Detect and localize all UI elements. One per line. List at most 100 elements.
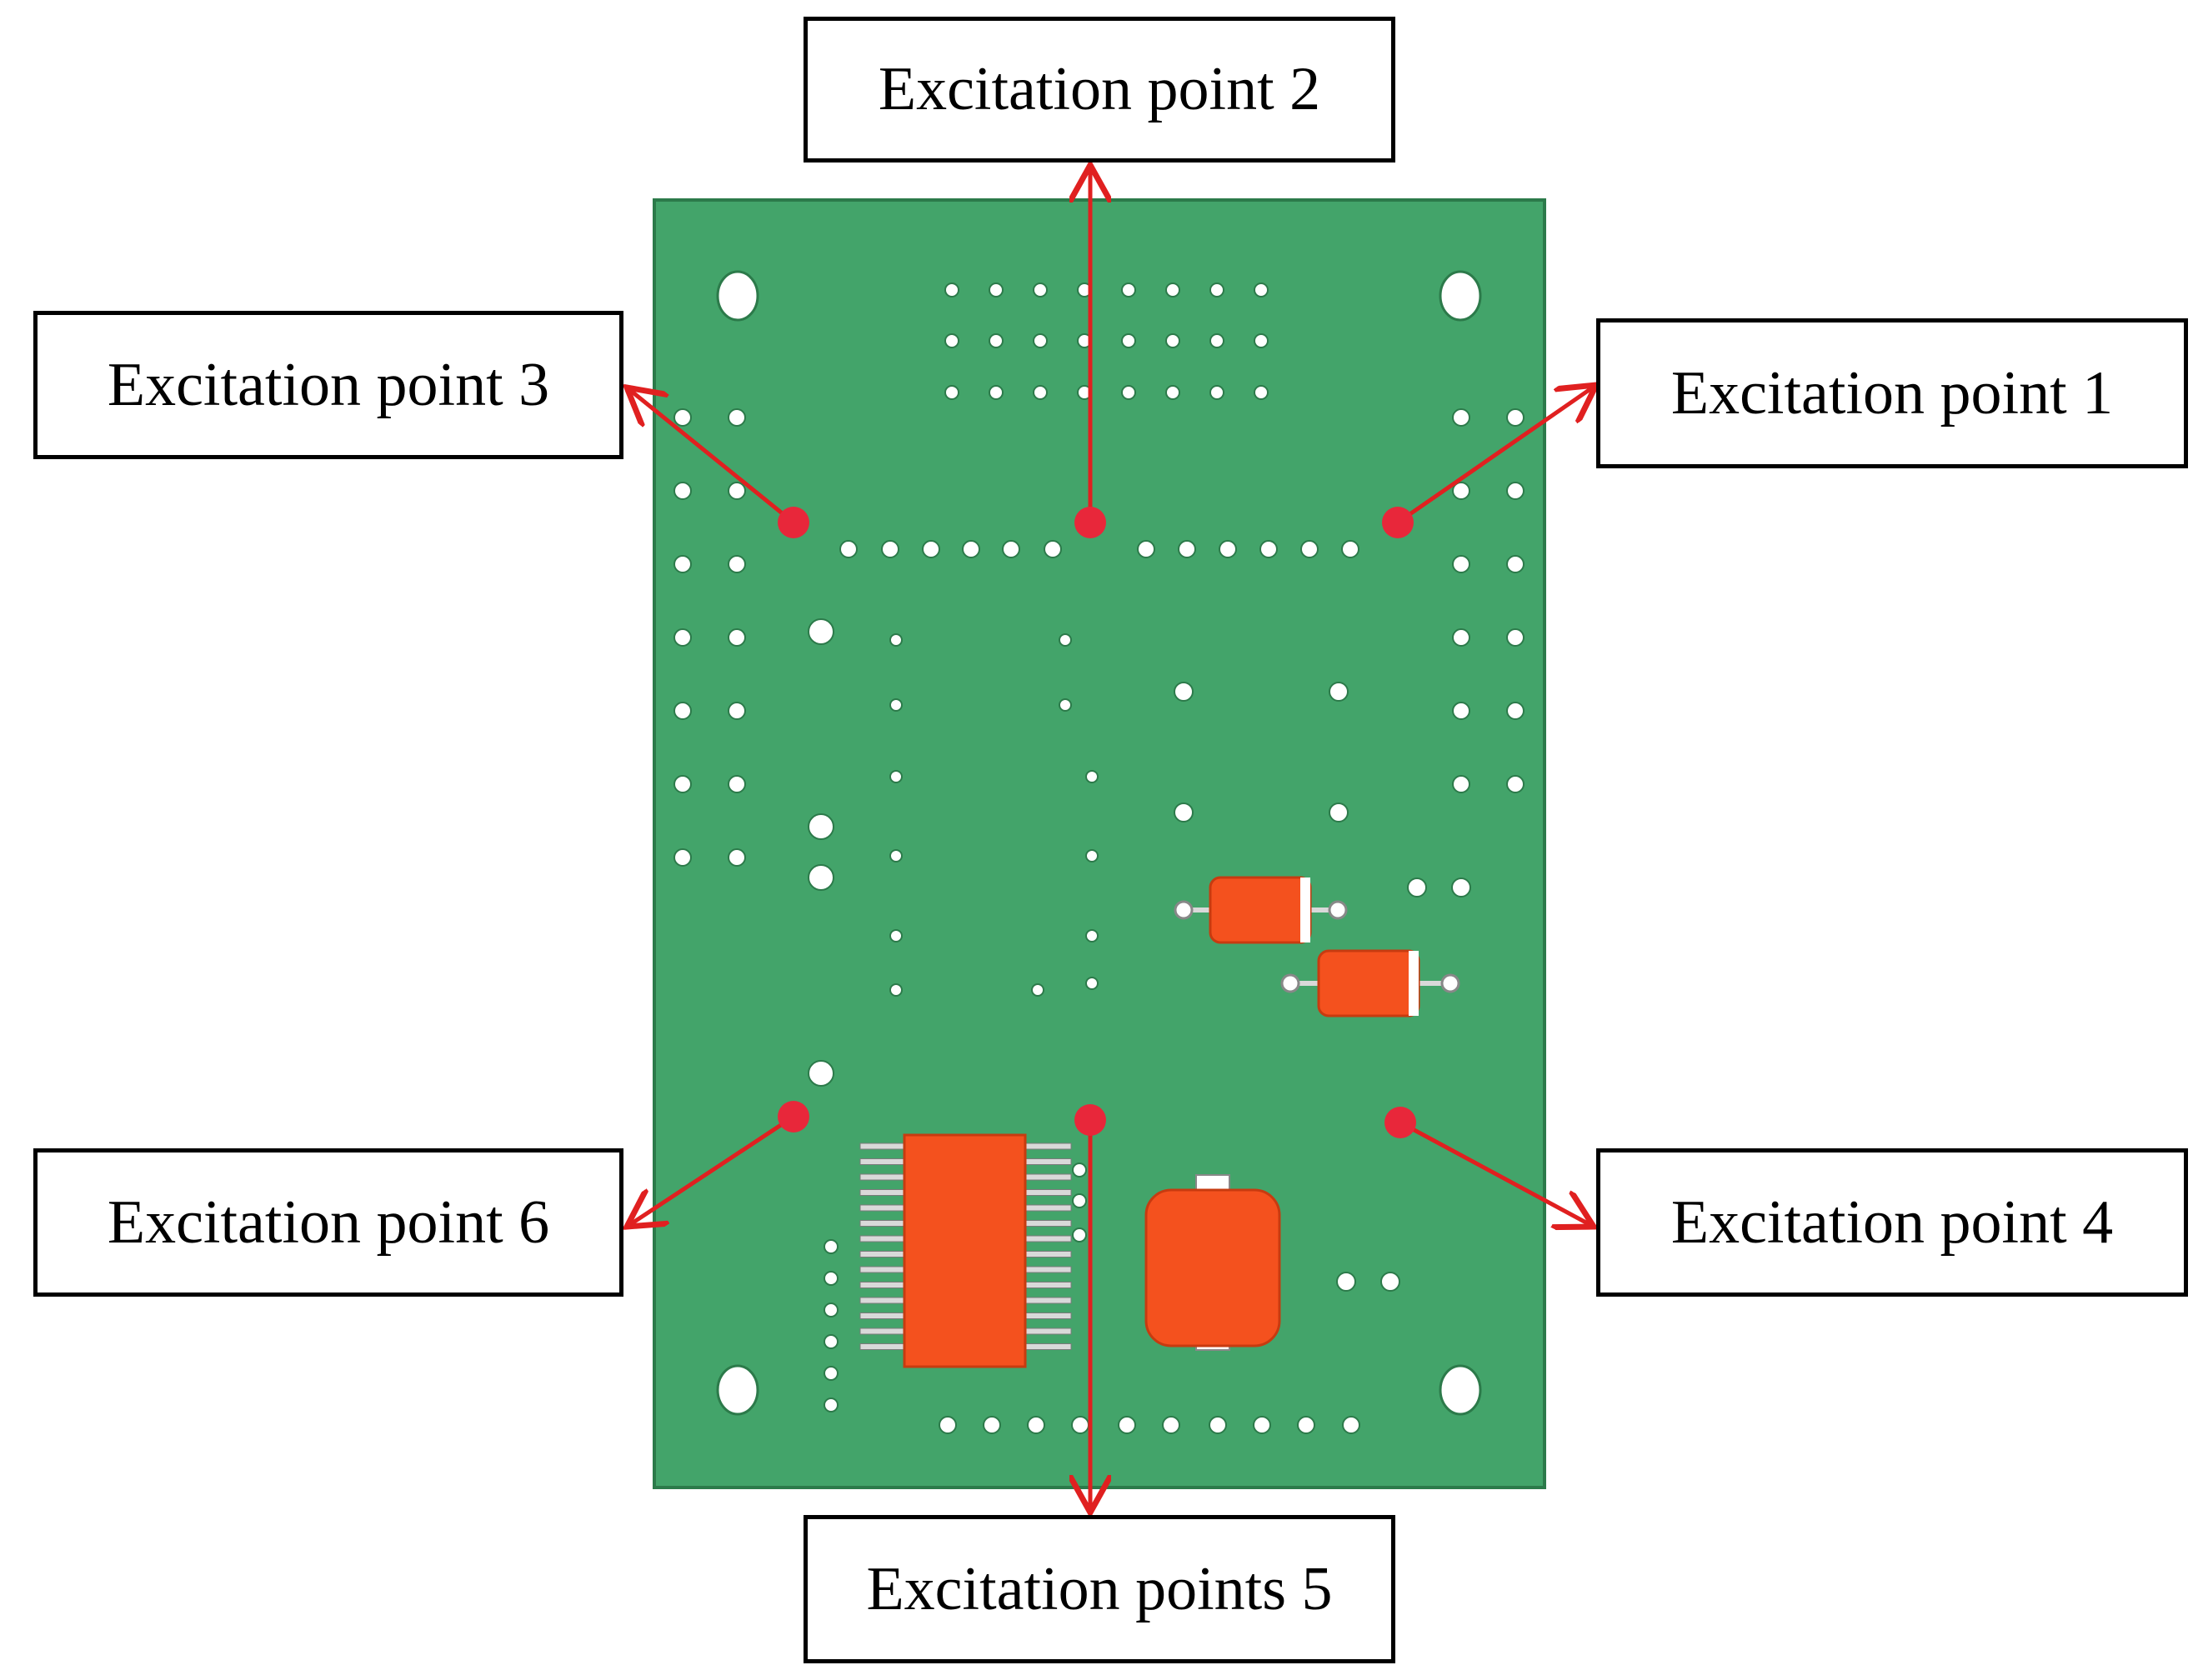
via-hole	[1506, 555, 1525, 573]
via-hole	[824, 1271, 839, 1286]
via-hole	[1506, 702, 1525, 720]
via-hole	[881, 540, 899, 558]
via-hole	[808, 813, 834, 840]
pcb-board	[653, 198, 1546, 1489]
ic-pin	[1024, 1189, 1072, 1196]
via-hole	[889, 849, 903, 862]
ic-pins	[859, 1142, 1072, 1350]
via-hole	[1506, 775, 1525, 793]
via-hole	[889, 770, 903, 783]
via-hole	[889, 633, 903, 647]
via-hole	[1085, 770, 1099, 783]
mounting-hole	[1439, 270, 1482, 322]
via-hole	[1254, 385, 1269, 400]
via-hole	[889, 929, 903, 942]
via-hole	[989, 333, 1004, 348]
via-hole	[728, 702, 746, 720]
ic-pin	[859, 1189, 907, 1196]
via-hole	[728, 775, 746, 793]
via-hole	[808, 618, 834, 645]
via-hole	[824, 1334, 839, 1349]
via-hole	[944, 333, 959, 348]
via-hole	[1341, 540, 1359, 558]
arrow-1	[1396, 385, 1596, 525]
ic-pin	[1024, 1312, 1072, 1319]
excitation-point-3-label: Excitation point 3	[33, 311, 623, 459]
ic-pin	[859, 1343, 907, 1350]
ic-pin	[1024, 1343, 1072, 1350]
mounting-hole	[716, 1364, 759, 1416]
via-hole	[1137, 540, 1155, 558]
ic-pin	[859, 1158, 907, 1165]
ic-pin	[859, 1204, 907, 1212]
mounting-hole	[716, 270, 759, 322]
via-hole	[1297, 1416, 1315, 1434]
excitation-point-2-label: Excitation point 2	[804, 17, 1395, 162]
ic-pin	[859, 1282, 907, 1288]
ic-pin	[859, 1220, 907, 1227]
excitation-point-6-label: Excitation point 6	[33, 1148, 623, 1297]
via-hole	[673, 628, 692, 647]
via-hole	[1071, 1416, 1089, 1434]
via-hole	[1121, 385, 1136, 400]
via-hole	[808, 1060, 834, 1087]
via-hole	[1118, 1416, 1136, 1434]
ic-pin	[1024, 1297, 1072, 1304]
via-hole	[1209, 333, 1224, 348]
ic-pin	[1024, 1158, 1072, 1165]
via-hole	[1059, 633, 1072, 647]
ic-pin	[859, 1328, 907, 1335]
via-hole	[1336, 1272, 1356, 1292]
via-hole	[1253, 1416, 1271, 1434]
via-hole	[1174, 802, 1194, 822]
ic-pin	[859, 1297, 907, 1304]
ic-pin	[859, 1142, 907, 1150]
via-hole	[1033, 282, 1048, 298]
via-hole	[989, 282, 1004, 298]
via-hole	[1165, 282, 1180, 298]
diode-component	[1280, 949, 1460, 1018]
via-hole	[1033, 333, 1048, 348]
via-hole	[673, 702, 692, 720]
excitation-dot-6	[778, 1101, 809, 1132]
via-hole	[839, 540, 858, 558]
via-hole	[1254, 333, 1269, 348]
via-hole	[1085, 929, 1099, 942]
via-hole	[1452, 775, 1470, 793]
diode-component	[1174, 876, 1348, 944]
via-hole	[1072, 1162, 1087, 1178]
arrow-4	[1399, 1120, 1594, 1227]
excitation-dot-2	[1074, 507, 1106, 538]
excitation-dot-1	[1382, 507, 1414, 538]
via-hole	[1259, 540, 1278, 558]
excitation-point-5-label: Excitation points 5	[804, 1515, 1395, 1663]
ic-pin	[1024, 1251, 1072, 1258]
via-hole	[1452, 482, 1470, 500]
via-hole	[673, 775, 692, 793]
via-hole	[673, 555, 692, 573]
excitation-dot-3	[778, 507, 809, 538]
via-hole	[728, 555, 746, 573]
via-hole	[1044, 540, 1062, 558]
via-hole	[1451, 878, 1471, 898]
via-hole	[824, 1239, 839, 1254]
capacitor-component	[1144, 1174, 1281, 1351]
via-hole	[1162, 1416, 1180, 1434]
excitation-point-1-label: Excitation point 1	[1596, 318, 2188, 468]
via-hole	[1027, 1416, 1045, 1434]
excitation-point-4-label: Excitation point 4	[1596, 1148, 2188, 1297]
via-hole	[1072, 1228, 1087, 1242]
via-hole	[824, 1366, 839, 1381]
via-hole	[1329, 682, 1349, 702]
excitation-dot-5	[1074, 1104, 1106, 1136]
via-hole	[1209, 282, 1224, 298]
ic-pin	[859, 1173, 907, 1181]
arrows	[627, 165, 1596, 1512]
via-hole	[673, 482, 692, 500]
via-hole	[889, 983, 903, 997]
via-hole	[983, 1416, 1001, 1434]
via-hole	[728, 408, 746, 427]
via-hole	[944, 282, 959, 298]
via-hole	[1506, 628, 1525, 647]
